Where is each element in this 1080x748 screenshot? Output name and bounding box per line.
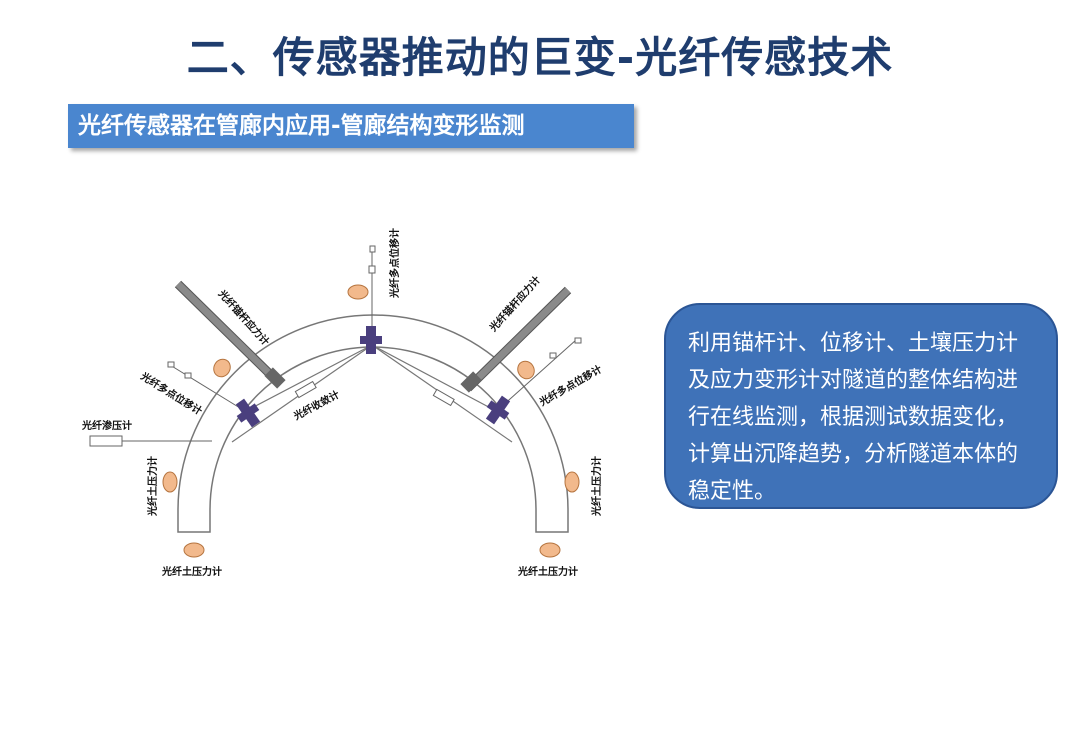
label-pressure-left-side: 光纤土压力计 xyxy=(146,456,159,517)
pressure-cell-bottom-left xyxy=(183,542,205,558)
sensor-cross-left xyxy=(235,398,261,428)
anchor-rod-left xyxy=(174,280,286,389)
pressure-cell-upper-left xyxy=(213,358,231,378)
pressure-cell-upper-right xyxy=(517,360,535,380)
label-anchor-left: 光纤锚杆应力计 xyxy=(215,287,272,348)
seepage-gauge xyxy=(89,435,212,447)
convergence-gauge-left xyxy=(294,380,317,399)
label-seepage: 光纤渗压计 xyxy=(81,419,132,432)
label-displacement-top: 光纤多点位移计 xyxy=(388,228,401,299)
anchor-rod-right xyxy=(460,286,572,393)
displacement-meter-left xyxy=(167,361,241,409)
tunnel-lining xyxy=(177,314,569,533)
displacement-meter-top xyxy=(368,245,376,330)
pressure-cell-side-right xyxy=(564,471,580,493)
label-displacement-right: 光纤多点位移计 xyxy=(536,362,604,409)
tunnel-monitoring-diagram: 光纤锚杆应力计 光纤锚杆应力计 光纤多点位移计 光纤多点位移计 光纤多点位移计 … xyxy=(81,228,604,578)
page-title: 二、传感器推动的巨变-光纤传感技术 xyxy=(186,33,894,82)
label-pressure-left-bottom: 光纤土压力计 xyxy=(161,565,222,578)
displacement-meter-right xyxy=(499,337,582,409)
convergence-gauge-right xyxy=(432,388,455,407)
section-subtitle: 光纤传感器在管廊内应用-管廊结构变形监测 xyxy=(68,104,634,148)
pressure-cell-bottom-right xyxy=(539,542,561,558)
description-text: 利用锚杆计、位移计、土壤压力计及应力变形计对隧道的整体结构进行在线监测，根据测试… xyxy=(688,331,1019,504)
label-displacement-left: 光纤多点位移计 xyxy=(138,369,205,418)
sensor-cross-top xyxy=(360,326,382,354)
label-pressure-right-side: 光纤土压力计 xyxy=(590,456,603,517)
pressure-cell-side-left xyxy=(162,471,178,493)
label-pressure-right-bottom: 光纤土压力计 xyxy=(517,565,578,578)
pressure-cell-top xyxy=(347,284,369,300)
description-box: 利用锚杆计、位移计、土壤压力计及应力变形计对隧道的整体结构进行在线监测，根据测试… xyxy=(664,303,1058,509)
sensor-cross-right xyxy=(485,395,511,425)
